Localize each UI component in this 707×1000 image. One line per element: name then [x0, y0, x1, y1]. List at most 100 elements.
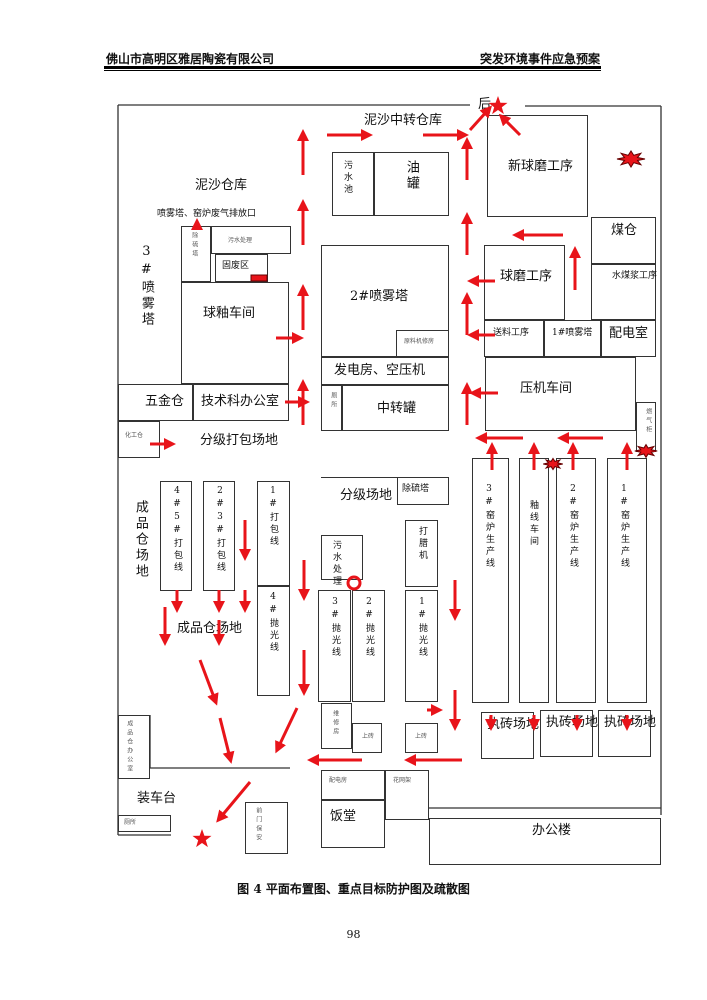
sand-warehouse-label: 泥沙仓库 [195, 178, 248, 193]
generator-room-box [321, 357, 449, 385]
pack-line-45-label: 4#5#打包线 [172, 486, 183, 574]
finished-office-label: 成品仓办公室 [125, 720, 133, 774]
header-rule-thin [104, 70, 601, 71]
office-building-label: 办公楼 [532, 823, 572, 838]
power-room-2-label: 配电房 [329, 777, 348, 784]
evacuation-arrow [218, 717, 235, 764]
ball-mill-label: 球磨工序 [500, 269, 553, 284]
grading-area-label: 分级场地 [340, 488, 393, 503]
page-number: 98 [346, 928, 361, 941]
new-ball-mill-label: 新球磨工序 [508, 159, 574, 174]
hazard-burst-icon [616, 150, 646, 168]
pack-line-1-label: 1#打包线 [268, 486, 279, 548]
sewage-pool-box [332, 152, 374, 216]
gas-holder-label: 燃气柜 [644, 408, 652, 435]
kiln-3-label: 3#窑炉生产线 [484, 484, 495, 570]
office-building-box [429, 818, 661, 865]
brick-yard-1-label: 执砖场地 [487, 717, 540, 732]
sewage-treatment-2-label: 污水处理 [331, 540, 342, 588]
sewage-treatment-2-box [321, 535, 363, 580]
polish-line-4-box [257, 586, 290, 696]
waxing-machine-label: 打腊机 [417, 526, 428, 562]
new-ball-mill-box [487, 115, 588, 217]
figure-caption: 图 4 平面布置图、重点目标防护图及疏散图 [237, 882, 470, 896]
polish-line-2-label: 2#抛光线 [364, 597, 375, 659]
polish-line-2-box [352, 590, 385, 702]
toilet-1-label: 厕所 [329, 392, 337, 410]
spray-tower-2-box [321, 245, 449, 357]
spray-tower-1-box [544, 320, 601, 357]
waxing-machine-box [405, 520, 438, 587]
raw-material-repair-box [396, 330, 449, 357]
raw-material-repair-label: 原料机修房 [404, 338, 435, 345]
tile-loading-2-box [405, 723, 438, 753]
oil-tank-box [374, 152, 449, 216]
evacuation-arrow [275, 707, 299, 754]
grading-area-top-box [321, 477, 449, 478]
polish-line-1-box [405, 590, 438, 702]
evacuation-arrow [198, 659, 219, 706]
assembly-point-star-icon [488, 96, 508, 115]
tile-loading-1-label: 上砖 [362, 733, 375, 740]
sand-transfer-warehouse-label: 泥沙中转仓库 [364, 113, 443, 128]
sewage-treatment-1-box [211, 226, 291, 254]
repair-room-label: 维修房 [331, 710, 339, 737]
brick-yard-2-box [540, 710, 593, 757]
kiln-1-label: 1#窑炉生产线 [619, 484, 630, 570]
sewage-outlet-target-icon [346, 575, 362, 591]
evacuation-arrow [498, 113, 522, 137]
coal-slurry-label: 水煤浆工序 [612, 271, 658, 281]
canteen-box [321, 800, 385, 848]
solid-waste-label: 固废区 [222, 261, 250, 271]
assembly-point-star-icon [192, 829, 212, 848]
exhaust-outlet-label: 喷雾塔、窑炉废气排放口 [157, 209, 257, 219]
front-gate-security-label: 前门保安 [254, 807, 262, 843]
press-workshop-label: 压机车间 [520, 381, 573, 396]
canteen-label: 饭堂 [330, 809, 357, 824]
solid-waste-marker-icon [250, 274, 268, 282]
sewage-pool-label: 污水池 [342, 160, 353, 196]
glaze-line-label: 釉线车间 [528, 500, 539, 548]
header-company: 佛山市高明区雅居陶瓷有限公司 [106, 52, 275, 66]
power-room-1-box [601, 320, 656, 357]
kiln-2-label: 2#窑炉生产线 [568, 484, 579, 570]
spray-tower-1-label: 1#喷雾塔 [552, 328, 593, 338]
oil-tank-label: 油罐 [403, 160, 419, 192]
desulfur-tower-2-box [397, 477, 449, 505]
flower-rack-label: 花网架 [393, 777, 412, 784]
kiln-2-box [556, 458, 596, 703]
front-gate-security-box [245, 802, 288, 854]
solid-waste-box [215, 254, 268, 282]
power-room-2-box [321, 770, 385, 800]
pack-line-1-box [257, 481, 290, 586]
loading-dock-label: 装车台 [137, 791, 177, 806]
generator-room-label: 发电房、空压机 [334, 363, 426, 378]
evacuation-arrow [216, 781, 252, 823]
feeding-label: 送料工序 [493, 328, 530, 338]
hazard-burst-icon [634, 443, 658, 459]
evacuation-arrow [468, 105, 493, 132]
desulfur-tower-2-label: 除硫塔 [402, 484, 430, 494]
flower-rack-box [385, 770, 429, 820]
brick-yard-1-box [481, 712, 534, 759]
coal-slurry-box [591, 264, 656, 320]
coal-store-box [591, 217, 656, 264]
spray-tower-2-label: 2#喷雾塔 [350, 289, 409, 304]
header-doc-title: 突发环境事件应急预案 [480, 52, 601, 66]
polish-line-1-label: 1#抛光线 [417, 597, 428, 659]
feeding-box [484, 320, 544, 357]
repair-room-box [321, 703, 352, 749]
toilet-2-label: 厕所 [124, 819, 137, 826]
transfer-tank-label: 中转罐 [377, 401, 417, 416]
brick-yard-3-box [598, 710, 651, 757]
glaze-workshop-label: 球釉车间 [203, 306, 256, 321]
header-rule [104, 66, 601, 69]
tech-office-label: 技术科办公室 [201, 394, 280, 409]
polish-line-3-label: 3#抛光线 [330, 597, 341, 659]
grading-packing-area-label: 分级打包场地 [200, 433, 279, 448]
coal-store-label: 煤仓 [611, 223, 638, 238]
tile-loading-2-label: 上砖 [415, 733, 428, 740]
sewage-treatment-1-label: 污水处理 [228, 237, 253, 244]
finished-yard-2-label: 成品仓场地 [177, 621, 243, 636]
